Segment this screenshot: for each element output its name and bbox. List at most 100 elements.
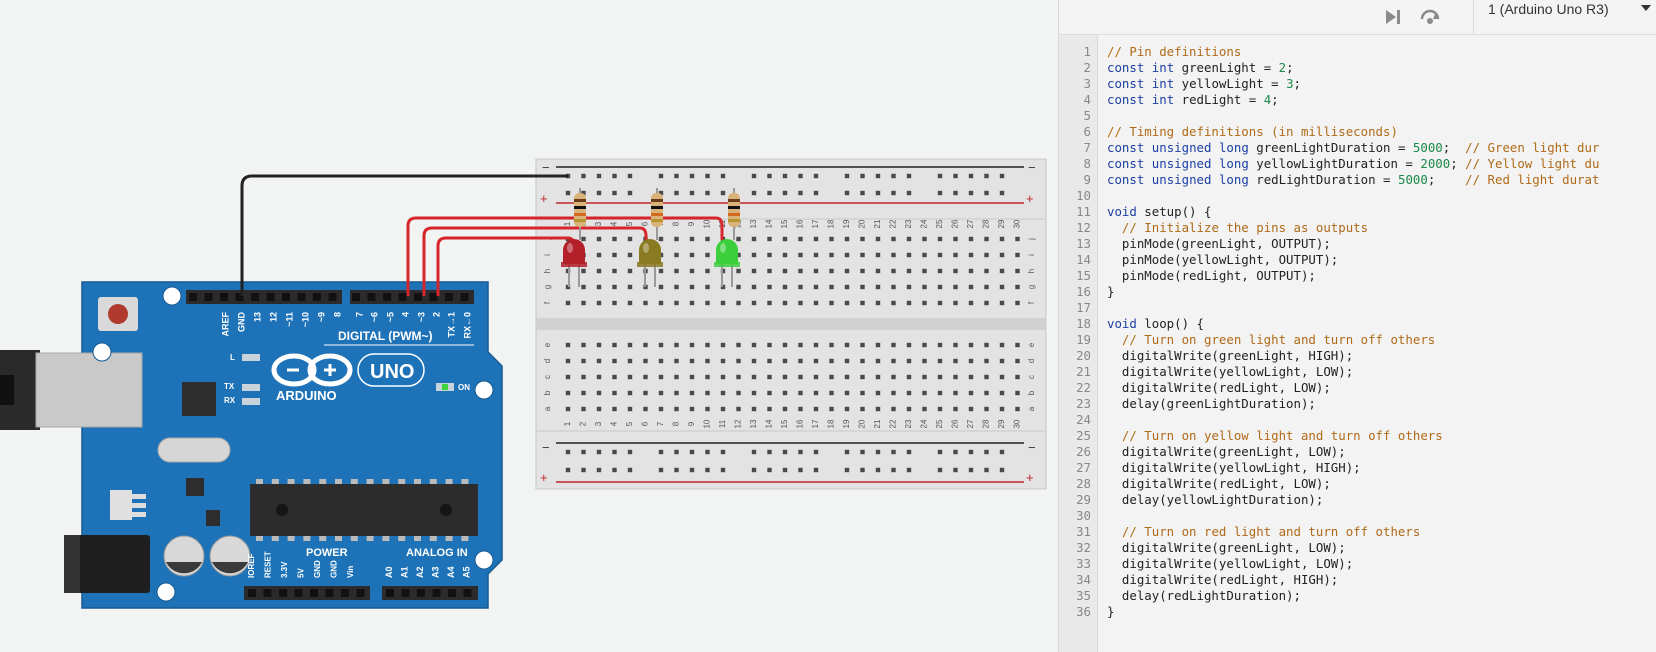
- breadboard-hole[interactable]: [596, 252, 602, 258]
- debug-refresh-icon[interactable]: [1419, 6, 1441, 28]
- breadboard-hole[interactable]: [596, 406, 602, 412]
- code-line[interactable]: const int redLight = 4;: [1107, 92, 1279, 107]
- breadboard-hole[interactable]: [782, 374, 788, 380]
- breadboard-hole[interactable]: [596, 374, 602, 380]
- code-line[interactable]: digitalWrite(redLight, HIGH);: [1107, 572, 1339, 587]
- breadboard-hole[interactable]: [658, 236, 664, 242]
- breadboard-hole[interactable]: [627, 390, 633, 396]
- breadboard-hole[interactable]: [937, 449, 943, 455]
- breadboard-hole[interactable]: [1015, 358, 1020, 364]
- breadboard-hole[interactable]: [689, 173, 695, 179]
- breadboard-hole[interactable]: [875, 173, 881, 179]
- header-hole[interactable]: [204, 293, 213, 301]
- breadboard-hole[interactable]: [891, 406, 896, 412]
- header-hole[interactable]: [248, 589, 256, 597]
- breadboard-hole[interactable]: [689, 467, 695, 473]
- breadboard-hole[interactable]: [612, 252, 617, 258]
- header-hole[interactable]: [189, 293, 197, 301]
- breadboard-hole[interactable]: [612, 467, 617, 473]
- breadboard-hole[interactable]: [953, 342, 958, 348]
- breadboard-hole[interactable]: [627, 268, 633, 274]
- breadboard-hole[interactable]: [627, 300, 633, 306]
- breadboard-hole[interactable]: [860, 284, 865, 290]
- header-hole[interactable]: [445, 293, 453, 301]
- breadboard-hole[interactable]: [937, 268, 943, 274]
- breadboard-hole[interactable]: [565, 406, 571, 412]
- breadboard-hole[interactable]: [829, 300, 834, 306]
- breadboard-hole[interactable]: [999, 374, 1005, 380]
- breadboard-hole[interactable]: [736, 268, 741, 274]
- breadboard-hole[interactable]: [906, 190, 912, 196]
- breadboard-hole[interactable]: [689, 342, 695, 348]
- breadboard-hole[interactable]: [875, 390, 881, 396]
- code-line[interactable]: const unsigned long yellowLightDuration …: [1107, 156, 1600, 171]
- breadboard-hole[interactable]: [860, 173, 865, 179]
- breadboard-hole[interactable]: [953, 374, 958, 380]
- code-line[interactable]: const int yellowLight = 3;: [1107, 76, 1302, 91]
- breadboard-hole[interactable]: [937, 173, 943, 179]
- breadboard-hole[interactable]: [906, 268, 912, 274]
- breadboard-hole[interactable]: [674, 467, 679, 473]
- breadboard-hole[interactable]: [581, 342, 586, 348]
- breadboard-hole[interactable]: [627, 190, 633, 196]
- breadboard-hole[interactable]: [782, 236, 788, 242]
- breadboard-hole[interactable]: [984, 190, 989, 196]
- breadboard-hole[interactable]: [798, 406, 803, 412]
- breadboard-hole[interactable]: [1015, 284, 1020, 290]
- breadboard-hole[interactable]: [674, 374, 679, 380]
- breadboard-hole[interactable]: [891, 467, 896, 473]
- breadboard-hole[interactable]: [674, 342, 679, 348]
- breadboard-hole[interactable]: [720, 300, 726, 306]
- breadboard-hole[interactable]: [596, 284, 602, 290]
- breadboard-hole[interactable]: [906, 236, 912, 242]
- breadboard-hole[interactable]: [674, 173, 679, 179]
- breadboard-hole[interactable]: [844, 284, 850, 290]
- breadboard-hole[interactable]: [891, 374, 896, 380]
- breadboard-hole[interactable]: [720, 190, 726, 196]
- breadboard-hole[interactable]: [844, 268, 850, 274]
- breadboard-hole[interactable]: [705, 190, 710, 196]
- breadboard-hole[interactable]: [891, 358, 896, 364]
- header-hole[interactable]: [460, 293, 469, 301]
- breadboard-hole[interactable]: [906, 358, 912, 364]
- breadboard-hole[interactable]: [984, 449, 989, 455]
- code-line[interactable]: void loop() {: [1107, 316, 1204, 331]
- breadboard-hole[interactable]: [782, 390, 788, 396]
- breadboard-hole[interactable]: [906, 374, 912, 380]
- code-line[interactable]: // Timing definitions (in milliseconds): [1107, 124, 1398, 139]
- black-wire-gnd[interactable]: [240, 174, 568, 296]
- header-hole[interactable]: [220, 293, 228, 301]
- breadboard-hole[interactable]: [736, 252, 741, 258]
- header-hole[interactable]: [310, 589, 318, 597]
- breadboard-hole[interactable]: [767, 190, 772, 196]
- code-line[interactable]: }: [1107, 284, 1115, 299]
- header-hole[interactable]: [313, 293, 321, 301]
- breadboard-hole[interactable]: [906, 390, 912, 396]
- breadboard-hole[interactable]: [798, 374, 803, 380]
- breadboard-hole[interactable]: [953, 449, 958, 455]
- breadboard-hole[interactable]: [937, 390, 943, 396]
- breadboard-hole[interactable]: [736, 342, 741, 348]
- breadboard-hole[interactable]: [813, 236, 819, 242]
- breadboard-hole[interactable]: [751, 449, 757, 455]
- breadboard-hole[interactable]: [596, 342, 602, 348]
- code-line[interactable]: // Turn on yellow light and turn off oth…: [1121, 428, 1443, 443]
- breadboard-hole[interactable]: [689, 252, 695, 258]
- breadboard-hole[interactable]: [658, 449, 664, 455]
- breadboard-hole[interactable]: [984, 406, 989, 412]
- breadboard-hole[interactable]: [596, 268, 602, 274]
- breadboard-hole[interactable]: [798, 467, 803, 473]
- breadboard-hole[interactable]: [875, 374, 881, 380]
- breadboard-hole[interactable]: [581, 300, 586, 306]
- breadboard-hole[interactable]: [581, 374, 586, 380]
- breadboard-hole[interactable]: [937, 190, 943, 196]
- code-line[interactable]: digitalWrite(redLight, LOW);: [1107, 380, 1331, 395]
- breadboard-hole[interactable]: [736, 284, 741, 290]
- breadboard-hole[interactable]: [674, 390, 679, 396]
- breadboard-hole[interactable]: [829, 268, 834, 274]
- code-line[interactable]: void setup() {: [1107, 204, 1212, 219]
- breadboard-hole[interactable]: [751, 190, 757, 196]
- breadboard-hole[interactable]: [565, 300, 571, 306]
- breadboard-hole[interactable]: [968, 268, 974, 274]
- breadboard-hole[interactable]: [782, 173, 788, 179]
